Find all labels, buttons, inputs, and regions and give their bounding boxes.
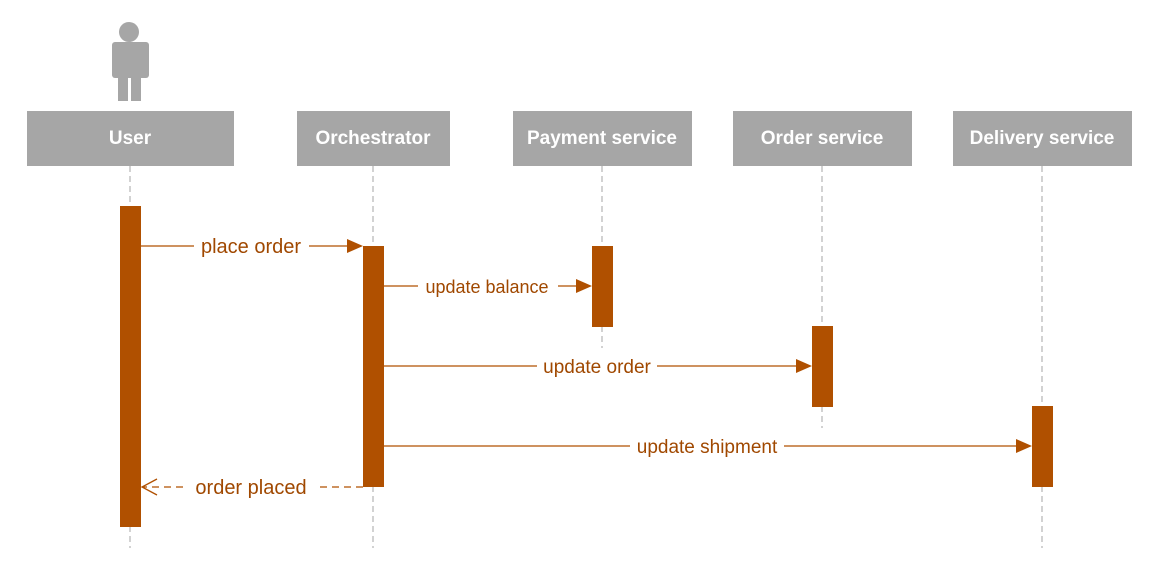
arrowhead-icon	[1016, 439, 1032, 453]
person-icon	[112, 22, 149, 101]
arrowhead-icon	[347, 239, 363, 253]
participant-label-delivery: Delivery service	[970, 128, 1115, 149]
activation-order	[812, 326, 833, 407]
participant-orchestrator: Orchestrator	[297, 111, 450, 166]
message-order-placed: order placed	[140, 474, 363, 500]
participant-label-payment: Payment service	[527, 128, 677, 149]
message-update-balance: update balance	[384, 273, 592, 299]
message-label-update-order: update order	[543, 357, 651, 378]
arrowhead-icon	[576, 279, 592, 293]
activation-payment	[592, 246, 613, 327]
message-label-order-placed: order placed	[195, 477, 306, 499]
participant-order: Order service	[733, 111, 912, 166]
activation-orchestrator	[363, 246, 384, 487]
participant-user: User	[27, 111, 234, 166]
participant-label-user: User	[109, 128, 152, 149]
message-update-shipment: update shipment	[384, 433, 1032, 459]
message-update-order: update order	[384, 353, 812, 379]
participant-delivery: Delivery service	[953, 111, 1132, 166]
arrowhead-icon	[796, 359, 812, 373]
activation-user	[120, 206, 141, 527]
activation-delivery	[1032, 406, 1053, 487]
participant-payment: Payment service	[513, 111, 692, 166]
message-label-place-order: place order	[201, 236, 301, 258]
message-label-update-balance: update balance	[425, 277, 548, 297]
message-label-update-shipment: update shipment	[637, 437, 778, 458]
open-arrowhead-icon	[140, 478, 158, 496]
participant-label-orchestrator: Orchestrator	[315, 128, 431, 149]
message-place-order: place order	[141, 233, 363, 259]
participant-label-order: Order service	[761, 128, 884, 149]
